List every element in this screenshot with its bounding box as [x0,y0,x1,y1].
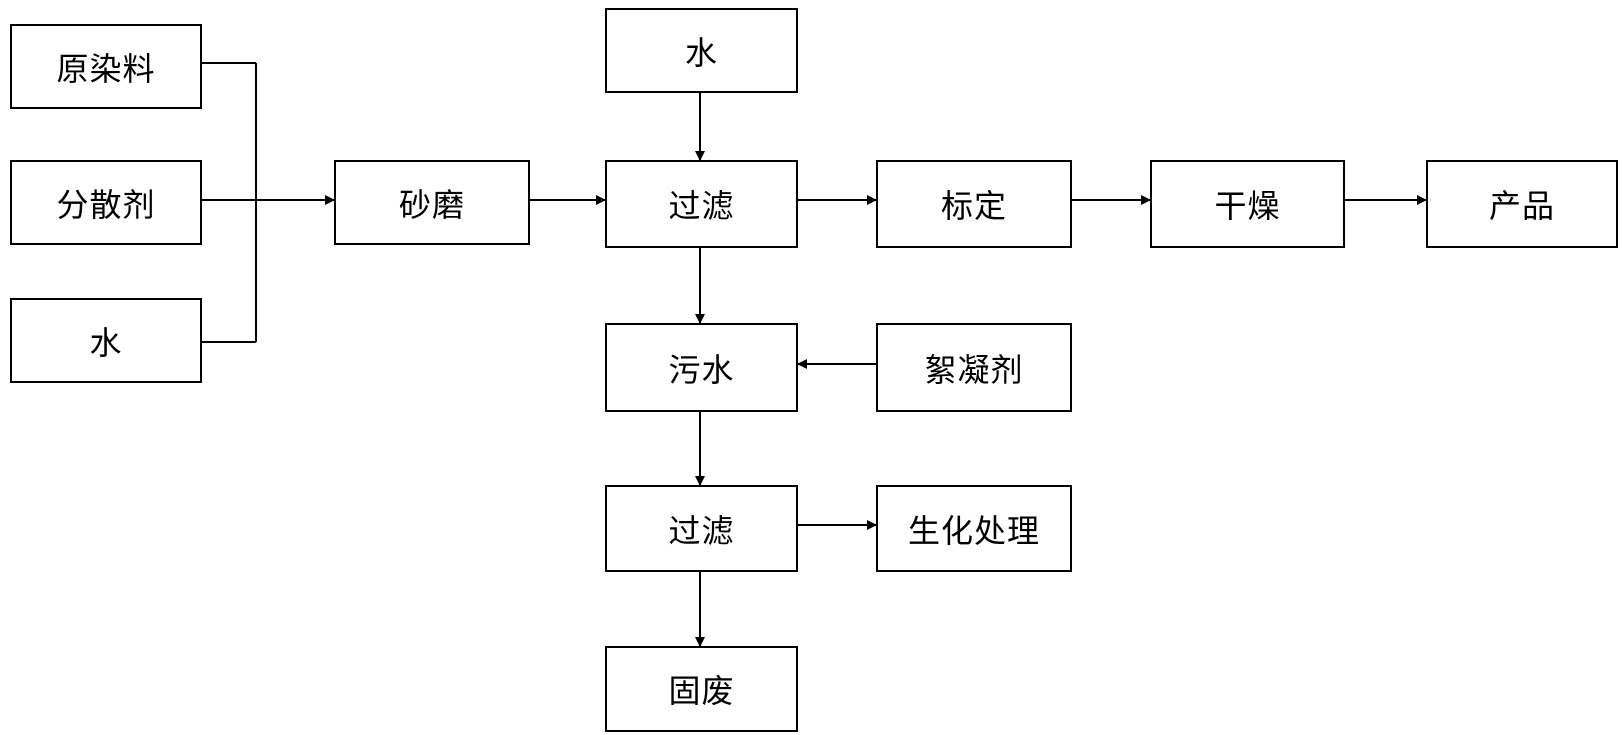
node-dispersant: 分散剂 [10,160,202,245]
node-filter-1: 过滤 [605,160,798,248]
node-water-top: 水 [605,8,798,93]
node-sanding: 砂磨 [334,160,530,245]
node-solid-waste: 固废 [605,646,798,732]
node-product: 产品 [1426,160,1618,248]
node-drying: 干燥 [1150,160,1345,248]
node-raw-dye: 原染料 [10,24,202,109]
node-sewage: 污水 [605,323,798,412]
node-water-left: 水 [10,298,202,383]
node-calibration: 标定 [876,160,1072,248]
node-filter-2: 过滤 [605,485,798,572]
node-flocculant: 絮凝剂 [876,323,1072,412]
node-biochemical: 生化处理 [876,485,1072,572]
